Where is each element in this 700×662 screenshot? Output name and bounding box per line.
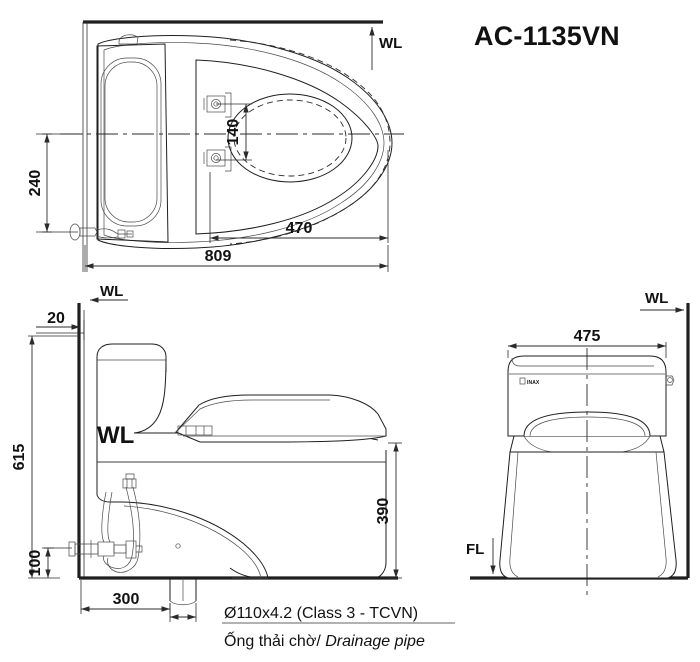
side-view: WL: [11, 283, 402, 622]
front-view-seat-left-edge: [523, 435, 553, 453]
front-view-seat-top-inner: [529, 416, 646, 437]
dim-side-100: 100: [27, 547, 72, 578]
top-view-lid-outline: [97, 34, 393, 250]
page-title: AC-1135VN: [474, 21, 620, 51]
side-view-wl-label: WL: [100, 283, 123, 300]
note-pipe-caption-vi: Ống thải chờ/: [224, 630, 325, 650]
dim-side-390-value: 390: [375, 498, 392, 525]
dim-top-140-value: 140: [225, 119, 242, 146]
dim-side-300-value: 300: [113, 591, 140, 608]
front-view-flush-handle: [666, 375, 675, 386]
dim-top-809: 809: [84, 245, 389, 272]
side-view-wl-body-label: WL: [97, 422, 134, 449]
dim-top-240-value: 240: [27, 170, 44, 197]
top-view-bowl-rim-hidden: [233, 99, 347, 177]
top-view-seat-outline: [195, 59, 379, 235]
front-view-fl-label: FL: [466, 541, 484, 558]
note-pipe-spec: Ø110x4.2 (Class 3 - TCVN): [224, 605, 418, 622]
dim-front-475-value: 475: [574, 328, 601, 345]
dim-top-470: 470: [209, 150, 389, 243]
side-view-bowl-left-skirt: [96, 462, 120, 503]
brand-logo: INAX: [519, 377, 540, 386]
top-view: WL: [27, 20, 404, 272]
side-view-bowl-right-skirt: [375, 462, 387, 579]
dim-side-20-value: 20: [47, 310, 65, 327]
note-pipe-caption-en: Drainage pipe: [325, 633, 425, 650]
side-view-bolt-hole: [175, 543, 181, 549]
side-view-trapway-sweep-outer: [119, 501, 269, 579]
side-view-drainage-pipe: [169, 578, 197, 606]
side-view-tank-top: [96, 343, 167, 372]
side-view-seat-lid: [175, 394, 387, 443]
dim-top-240: 240: [27, 133, 83, 233]
front-view-pedestal: [499, 451, 677, 579]
top-view-tank-lid-inner: [104, 61, 158, 223]
dim-top-470-value: 470: [286, 220, 313, 237]
front-view-tank-lid-curve: [511, 357, 654, 367]
side-view-lid-edge: [175, 399, 330, 433]
brand-logo-text: INAX: [527, 380, 540, 386]
top-view-bowl-outer-hidden: [229, 39, 391, 245]
top-view-seat-aperture: [227, 93, 353, 183]
front-view-wl-label: WL: [645, 290, 668, 307]
side-view-supply-plumbing: [68, 473, 143, 573]
front-view: WL INAX: [466, 290, 690, 596]
dim-side-300: 300: [80, 580, 171, 614]
top-view-flush-lever: [118, 34, 139, 45]
dim-side-390: 390: [375, 442, 402, 579]
side-view-trapway-sweep-inner: [123, 505, 262, 579]
top-view-tank-lid: [100, 57, 162, 227]
dim-front-475: 475: [507, 328, 667, 358]
front-view-pedestal-left-inner: [509, 451, 519, 578]
top-view-wl-label: WL: [379, 35, 402, 52]
top-view-lid-inner-offset: [103, 42, 385, 243]
top-view-tank-outline: [96, 43, 169, 243]
side-view-tank-right-curve: [133, 356, 167, 434]
side-view-bowl-band-top: [97, 450, 387, 463]
side-view-seat-hinge: [177, 425, 213, 436]
front-view-pedestal-right-inner: [655, 451, 667, 578]
notes-block: Ø110x4.2 (Class 3 - TCVN) Ống thải chờ/ …: [222, 605, 455, 650]
dim-side-pipe-width: [169, 603, 197, 622]
note-pipe-caption: Ống thải chờ/ Drainage pipe: [224, 630, 425, 650]
front-view-seat-right-edge: [621, 435, 651, 453]
dim-top-809-value: 809: [205, 248, 232, 265]
dim-side-20: 20: [36, 310, 85, 340]
dim-side-615-value: 615: [11, 444, 28, 471]
dim-side-100-value: 100: [27, 550, 44, 577]
dim-top-140: 140: [216, 103, 252, 161]
dim-side-615: 615: [11, 335, 80, 579]
